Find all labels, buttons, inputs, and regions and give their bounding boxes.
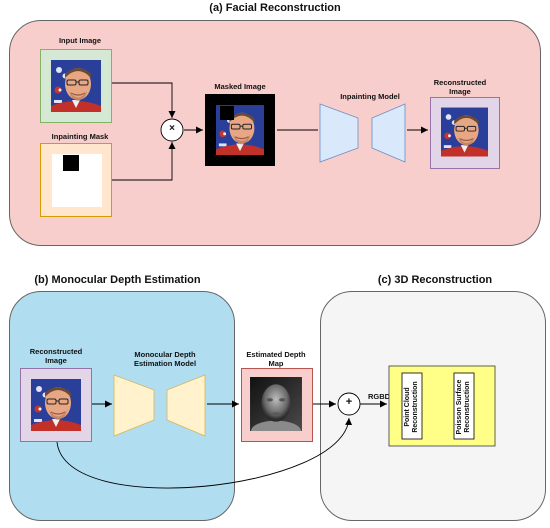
multiply-symbol: ×: [169, 123, 175, 134]
depth-map-label: Estimated Depth Map: [246, 350, 306, 368]
inpainting-model-label: Inpainting Model: [340, 92, 400, 101]
section-c-title: (c) 3D Reconstruction: [377, 274, 493, 286]
multiply-node: [160, 118, 184, 142]
input-face-image: [51, 60, 101, 112]
poisson-label: Poisson Surface Reconstruction: [456, 379, 472, 435]
inpainting-mask-label: Inpainting Mask: [51, 132, 109, 141]
rgbd-label: RGBD: [367, 392, 391, 401]
depth-encoder-shape: [113, 374, 155, 437]
section-a-title: (a) Facial Reconstruction: [209, 2, 341, 14]
point-cloud-label: Point Cloud Reconstruction: [404, 381, 420, 433]
poisson-box: [453, 372, 475, 440]
input-image-label: Input Image: [58, 36, 102, 45]
plus-symbol: +: [345, 396, 353, 408]
masked-image-label: Masked Image: [214, 82, 266, 91]
inpainting-encoder-shape: [319, 103, 359, 163]
reconstructed-face-image-a: [441, 107, 488, 157]
mask-black-square: [63, 155, 79, 171]
depth-map-image: [250, 377, 302, 431]
point-cloud-box: [401, 372, 423, 440]
inpainting-decoder-shape: [371, 103, 406, 163]
reconstructed-image-label-b: Reconstructed Image: [29, 347, 83, 365]
reconstructed-face-image-b: [31, 379, 81, 431]
section-b-title: (b) Monocular Depth Estimation: [34, 274, 201, 286]
depth-model-label: Monocular Depth Estimation Model: [133, 350, 197, 368]
depth-decoder-shape: [166, 374, 206, 437]
reconstructed-image-label-a: Reconstructed Image: [433, 78, 487, 96]
masked-region: [220, 106, 234, 120]
